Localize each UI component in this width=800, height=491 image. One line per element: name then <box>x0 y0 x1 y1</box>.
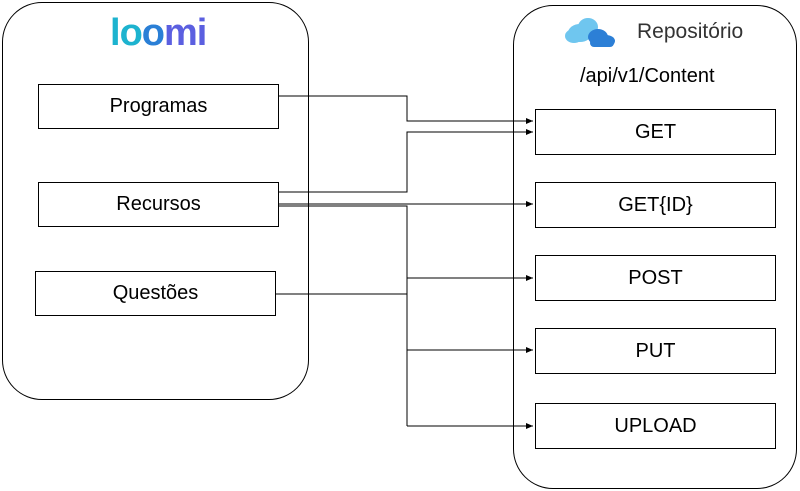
recursos-box: Recursos <box>38 182 279 227</box>
repository-title: Repositório <box>637 20 744 43</box>
programas-box: Programas <box>38 84 279 129</box>
programas-label: Programas <box>109 95 208 117</box>
arrow-recursos-trunk <box>279 205 408 426</box>
api-path: /api/v1/Content <box>580 65 715 87</box>
get-id-label: GET{ID} <box>618 193 693 216</box>
get-id-box: GET{ID} <box>535 182 776 228</box>
post-label: POST <box>628 266 683 289</box>
cloud-icon <box>565 18 615 47</box>
get-box: GET <box>535 109 776 155</box>
recursos-label: Recursos <box>116 193 201 215</box>
repository-header <box>564 14 764 50</box>
post-box: POST <box>535 255 776 301</box>
arrow-recursos-get <box>279 129 533 193</box>
upload-box: UPLOAD <box>535 403 776 449</box>
put-box: PUT <box>535 328 776 374</box>
put-label: PUT <box>635 339 676 362</box>
arrow-programas-get <box>279 95 533 124</box>
questoes-label: Questões <box>112 282 199 304</box>
get-label: GET <box>634 120 677 143</box>
upload-label: UPLOAD <box>614 414 697 437</box>
questoes-box: Questões <box>35 271 276 316</box>
